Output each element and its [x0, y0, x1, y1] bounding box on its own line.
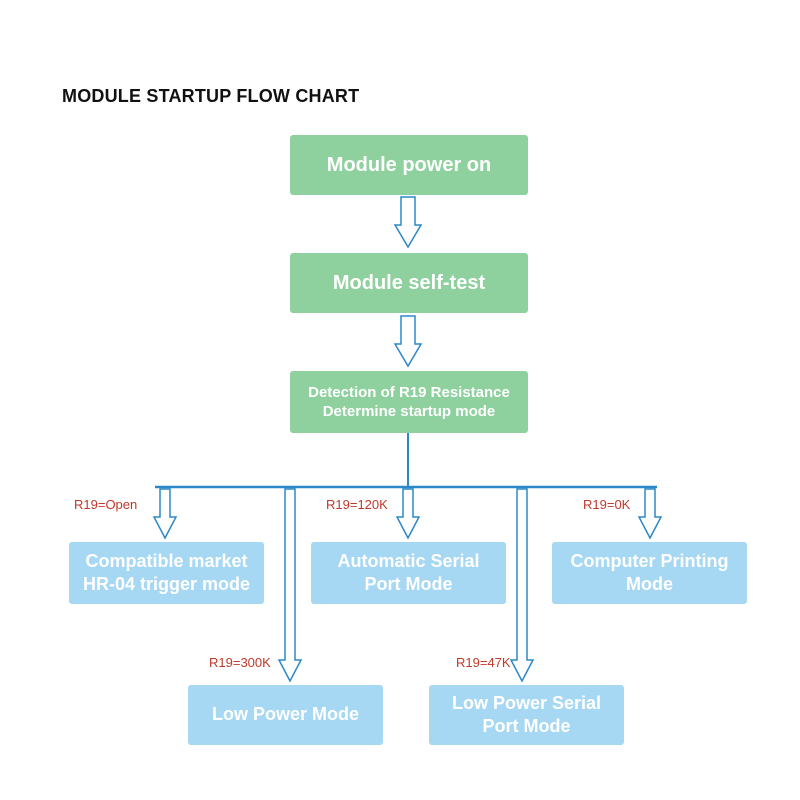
- step-r19-detection-line1: Detection of R19 Resistance: [308, 383, 510, 401]
- condition-label-300k: R19=300K: [209, 655, 271, 670]
- arrow-down-icon: [152, 488, 178, 540]
- arrow-down-icon: [509, 488, 535, 683]
- arrow-down-icon: [393, 196, 423, 249]
- arrow-down-icon: [637, 488, 663, 540]
- arrow-down-icon: [395, 488, 421, 540]
- mode-low-power-serial-line2: Port Mode: [482, 716, 571, 736]
- step-r19-detection: Detection of R19 Resistance Determine st…: [290, 371, 528, 433]
- condition-label-open: R19=Open: [74, 497, 138, 512]
- mode-hr04-trigger-line2: HR-04 trigger mode: [82, 574, 251, 594]
- mode-auto-serial-line1: Automatic Serial: [337, 550, 480, 571]
- mode-low-power: Low Power Mode: [188, 685, 383, 745]
- condition-label-120k: R19=120K: [326, 497, 388, 512]
- step-r19-detection-line2: Determine startup mode: [322, 403, 496, 420]
- mode-low-power-line1: Low Power Mode: [211, 704, 359, 725]
- mode-hr04-trigger: Compatible market HR-04 trigger mode: [69, 542, 264, 604]
- page-title: MODULE STARTUP FLOW CHART: [62, 86, 360, 106]
- mode-auto-serial-line2: Port Mode: [364, 574, 453, 594]
- mode-computer-printing-line1: Computer Printing: [570, 550, 729, 571]
- mode-low-power-serial: Low Power Serial Port Mode: [429, 685, 624, 745]
- mode-computer-printing-line2: Mode: [626, 574, 673, 594]
- condition-label-0k: R19=0K: [583, 497, 631, 512]
- mode-low-power-serial-line1: Low Power Serial: [451, 692, 602, 713]
- step-self-test: Module self-test: [290, 253, 528, 313]
- step-self-test-label: Module self-test: [332, 272, 486, 294]
- step-power-on: Module power on: [290, 135, 528, 195]
- condition-label-47k: R19=47K: [456, 655, 511, 670]
- mode-auto-serial: Automatic Serial Port Mode: [311, 542, 506, 604]
- arrow-down-icon: [277, 488, 303, 683]
- mode-hr04-trigger-line1: Compatible market: [85, 550, 248, 571]
- arrow-down-icon: [393, 315, 423, 368]
- mode-computer-printing: Computer Printing Mode: [552, 542, 747, 604]
- step-power-on-label: Module power on: [326, 154, 492, 176]
